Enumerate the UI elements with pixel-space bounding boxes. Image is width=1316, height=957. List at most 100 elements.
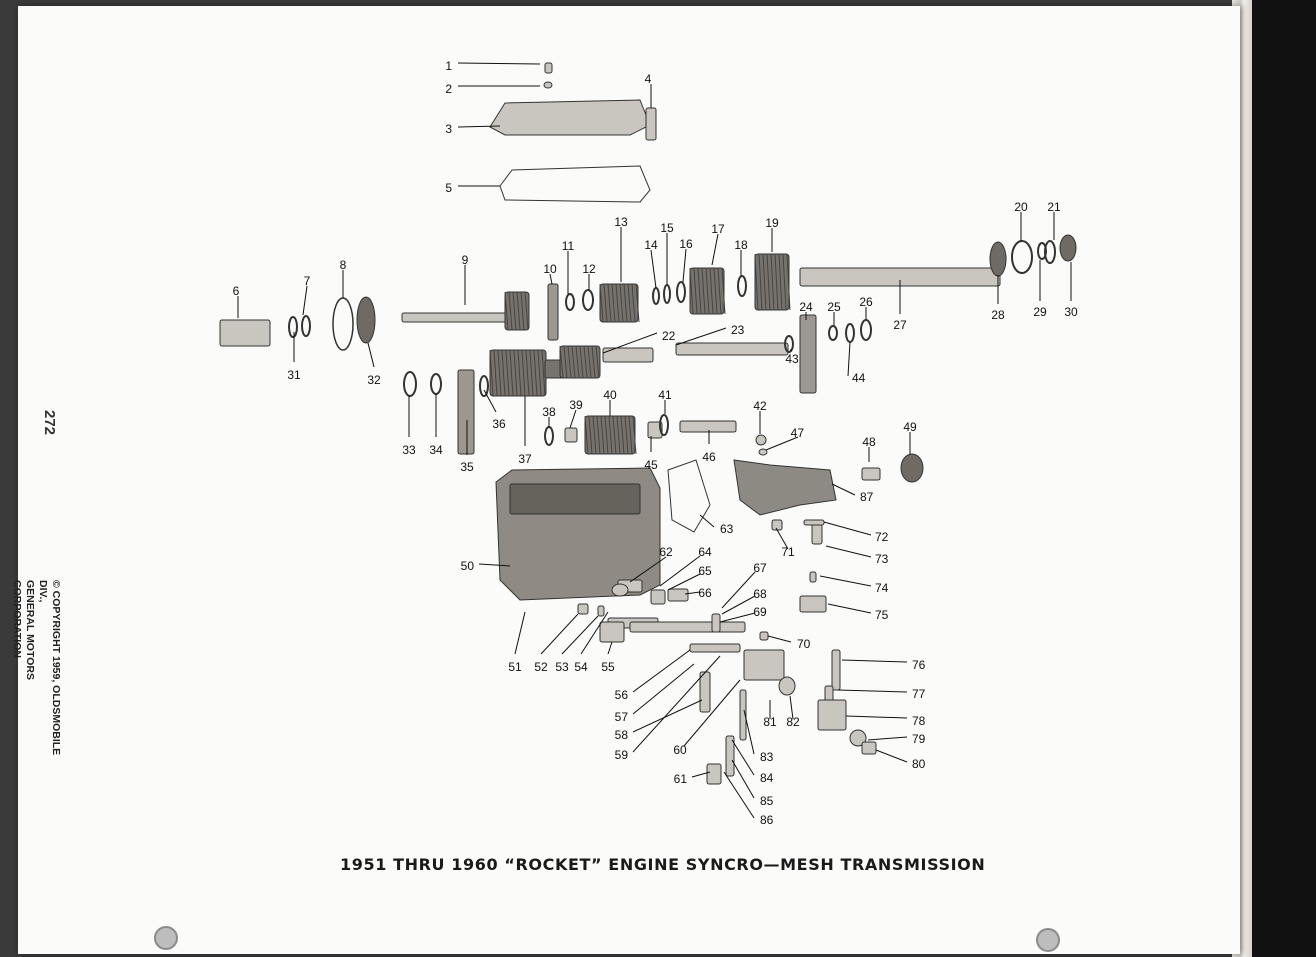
countergear-cluster-tooth [501,349,506,397]
snap-ring-7b [301,315,311,337]
callout-label: 78 [912,714,926,728]
callout-leader [719,612,756,623]
countergear-cluster-tooth [533,349,538,397]
extension-housing [733,459,837,516]
callout-label: 20 [1014,200,1028,214]
callout-label: 8 [340,258,347,272]
callout-leader [561,615,599,655]
second-speed-gear-tooth [693,267,698,315]
callout-label: 6 [233,284,240,298]
countergear-rear-tooth [563,345,568,379]
callout-label: 29 [1033,305,1047,319]
first-reverse-gear-tooth [786,253,791,311]
second-speed-gear-tooth [689,267,694,315]
reverse-idler-gear-tooth [592,415,597,455]
callout-label: 80 [912,757,926,771]
snap-ring-12 [582,289,594,311]
callout-label: 2 [445,82,452,96]
callout-leader [302,285,308,316]
thrust-washer-44 [845,323,855,343]
countergear-cluster-tooth [537,349,542,397]
callout-label: 17 [711,222,725,236]
lock-washer [543,81,553,89]
callout-leader [819,575,872,587]
reverse-idler-gear-tooth [608,415,613,455]
callout-label: 59 [615,748,629,762]
callout-label: 30 [1064,305,1078,319]
shifter-lever-75 [799,595,827,613]
nut-80 [861,741,877,755]
callout-leader [667,573,701,591]
idler-shaft-46 [679,420,737,433]
clutch-sleeve-tooth [623,283,628,323]
callout-label: 57 [615,710,629,724]
callout-label: 86 [760,813,774,827]
washer-25 [828,325,838,341]
callout-label: 51 [508,660,522,674]
callout-leader [478,563,511,567]
callout-leader [632,655,721,753]
callout-leader [789,695,794,720]
seal-82 [778,676,796,696]
callout-label: 70 [797,637,811,651]
washer-16 [676,281,686,303]
callout-leader [837,689,908,693]
cover-bolt [544,62,553,74]
callout-leader [457,62,541,65]
second-speed-gear-tooth [721,267,726,315]
callout-label: 46 [702,450,716,464]
first-reverse-gear-tooth [754,253,759,311]
callout-label: 28 [991,308,1005,322]
callout-leader [675,327,727,346]
oil-seal-49 [900,453,924,483]
callout-leader [743,709,755,755]
main-drive-gear-teeth-tooth [504,291,509,331]
thrust-washer-26 [860,319,872,341]
callout-label: 44 [852,371,866,385]
clutch-sleeve-tooth [603,283,608,323]
callout-label: 24 [799,300,813,314]
callout-label: 18 [734,238,748,252]
callout-leader [684,591,701,595]
rod-83 [739,689,747,741]
countergear-rear-tooth [575,345,580,379]
second-speed-gear-tooth [705,267,710,315]
callout-label: 60 [673,743,687,757]
callout-label: 62 [659,545,673,559]
binder-hole [154,926,178,950]
spring-58 [699,671,711,713]
callout-label: 27 [893,318,907,332]
shifter-fork-66 [667,588,689,602]
callout-label: 4 [645,72,652,86]
shift-lever-81 [743,649,785,681]
countergear-rear-tooth [595,345,600,379]
callout-label: 40 [603,388,617,402]
callout-label: 26 [859,295,873,309]
washer-38 [544,426,554,446]
roller-bearings-24 [799,314,817,394]
first-reverse-gear-tooth [782,253,787,311]
shift-fork-55 [599,621,625,643]
reverse-idler-gear-tooth [588,415,593,455]
second-speed-gear-tooth [717,267,722,315]
figure-caption: 1951 THRU 1960 “ROCKET” ENGINE SYNCRO—ME… [340,855,986,874]
callout-label: 79 [912,732,926,746]
poppet-spring [650,589,666,605]
first-reverse-gear-tooth [762,253,767,311]
shift-rail-60 [689,643,741,653]
callout-label: 25 [827,300,841,314]
snap-ring-7 [288,316,298,338]
countergear-cluster-tooth [497,349,502,397]
callout-label: 87 [860,490,874,504]
main-drive-gear-teeth-tooth [516,291,521,331]
background-edge [1252,0,1316,957]
bushing-48 [861,467,881,481]
callout-label: 65 [698,564,712,578]
blocker-ring [565,293,575,311]
callout-label: 1 [445,59,452,73]
washer-34 [430,373,442,395]
main-drive-gear-teeth-tooth [520,291,525,331]
callout-label: 21 [1047,200,1061,214]
callout-label: 7 [304,274,311,288]
